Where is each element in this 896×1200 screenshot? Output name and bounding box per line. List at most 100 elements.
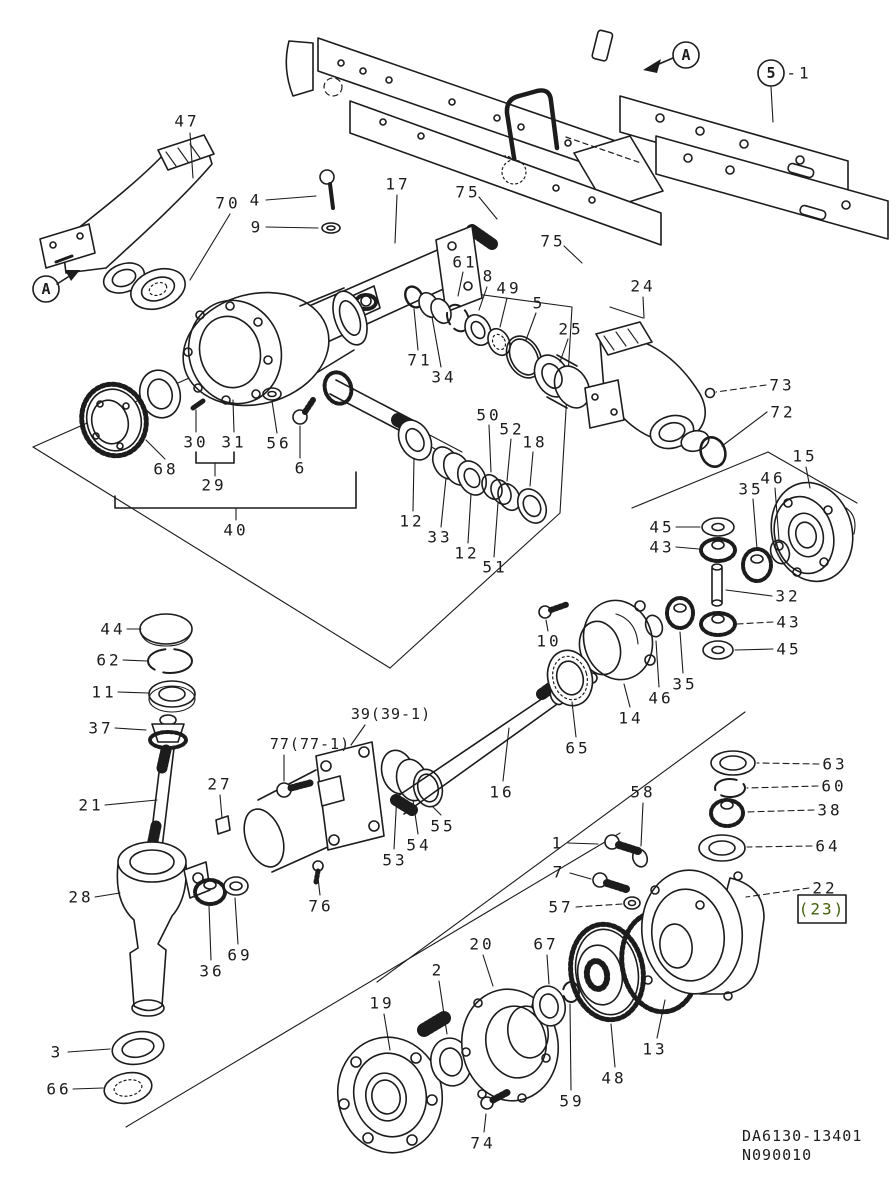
shaft-21-spline <box>156 744 172 774</box>
part-label-20: 20 <box>469 935 494 954</box>
leader-line <box>756 762 820 765</box>
ring-gear-68 <box>79 381 149 459</box>
leader-line <box>394 194 398 244</box>
part-label-70: 70 <box>215 194 240 213</box>
leader-line <box>189 132 194 179</box>
part-label-35: 35 <box>672 675 697 694</box>
leader-line <box>563 245 583 264</box>
part-label-53: 53 <box>382 851 407 870</box>
leader-line <box>483 1113 487 1133</box>
ring-46b <box>644 614 664 638</box>
right-knuckle-arm-24 <box>584 321 727 468</box>
leader-line <box>725 589 773 597</box>
leader-line <box>656 999 666 1039</box>
leader-line <box>642 296 645 319</box>
part-label-45: 45 <box>649 518 674 537</box>
leader-line <box>431 316 442 368</box>
snap-ring-60 <box>714 778 746 798</box>
plug-4 <box>319 169 335 185</box>
leader-line <box>715 384 767 393</box>
part-label-75: 75 <box>455 183 480 202</box>
left-knuckle-arm <box>39 134 215 311</box>
drawing-number: DA6130-13401 <box>742 1127 862 1145</box>
footer-codes: DA6130-13401 N090010 <box>742 1127 862 1164</box>
leader-line <box>655 640 660 688</box>
part-label-61: 61 <box>452 253 477 272</box>
part-label-71: 71 <box>407 351 432 370</box>
leader-line <box>122 659 148 662</box>
cap-44 <box>139 613 193 645</box>
leader-line <box>488 424 492 473</box>
part-label-35: 35 <box>738 480 763 499</box>
part-label-43: 43 <box>649 538 674 557</box>
part-label-69: 69 <box>227 946 252 965</box>
spider-gear-35 <box>741 547 773 583</box>
part-label-31: 31 <box>221 433 246 452</box>
leader-line <box>499 297 508 328</box>
leader-line <box>734 648 774 651</box>
washer-58 <box>631 848 649 868</box>
part-label-54: 54 <box>406 836 431 855</box>
part-label-22: 22 <box>812 879 837 898</box>
part-label-52: 52 <box>499 420 524 439</box>
leader-line <box>94 892 121 898</box>
leader-line <box>774 487 780 541</box>
ring-52 <box>497 482 521 512</box>
view-marker-label: A <box>41 280 50 298</box>
leader-line <box>623 683 631 708</box>
shaft-17-spline <box>466 224 498 250</box>
part-label-16: 16 <box>489 783 514 802</box>
leader-line <box>383 1013 391 1051</box>
diff-case-14 <box>538 596 695 707</box>
leader-line <box>457 271 464 297</box>
part-label-65: 65 <box>565 739 590 758</box>
view-marker-circle <box>672 41 700 69</box>
leader-line <box>412 457 415 512</box>
ring-46-top <box>769 539 791 565</box>
part-label-37: 37 <box>88 719 113 738</box>
hub-spline <box>417 1011 451 1037</box>
leader-line <box>234 897 239 945</box>
gear-36 <box>193 878 227 906</box>
part-label-21: 21 <box>78 796 103 815</box>
leader-line <box>232 399 235 433</box>
part-label-60: 60 <box>821 777 846 796</box>
part-label-15: 15 <box>792 447 817 466</box>
hub-group <box>336 921 646 1154</box>
part-label-11: 11 <box>91 683 116 702</box>
part-label-77(77-1): 77(77-1) <box>270 735 350 753</box>
part-label-1: 1 <box>552 834 565 853</box>
part-label-2: 2 <box>432 961 445 980</box>
part-label-55: 55 <box>430 817 455 836</box>
leader-line <box>317 877 321 896</box>
part-label-67: 67 <box>533 935 558 954</box>
leader-line <box>744 809 815 813</box>
part-label-38: 38 <box>817 801 842 820</box>
part-label-50: 50 <box>476 406 501 425</box>
steering-gear-housing-39 <box>193 741 444 906</box>
part-label-63: 63 <box>822 755 847 774</box>
snap-ring-62 <box>147 648 193 674</box>
part-label-6: 6 <box>295 459 308 478</box>
part-label-56: 56 <box>266 434 291 453</box>
part-label-43: 43 <box>776 613 801 632</box>
leader-line <box>640 802 644 847</box>
diff-internals-15 <box>699 481 856 660</box>
leader-line <box>736 621 774 625</box>
leader-line <box>189 213 231 281</box>
leader-line <box>569 1003 572 1091</box>
pinion-shaft-29 <box>322 370 548 524</box>
leader-line <box>525 312 537 341</box>
part-label-3: 3 <box>51 1043 64 1062</box>
leader-line <box>208 905 212 961</box>
seal-3 <box>111 1030 165 1066</box>
part-label-34: 34 <box>431 368 456 387</box>
part-label-73: 73 <box>769 376 794 395</box>
part-label-40: 40 <box>223 521 248 540</box>
part-label-75: 75 <box>540 232 565 251</box>
view-marker-label: A <box>681 46 690 64</box>
circled-ref-label: 5 <box>766 64 775 82</box>
part-label-27: 27 <box>207 775 232 794</box>
